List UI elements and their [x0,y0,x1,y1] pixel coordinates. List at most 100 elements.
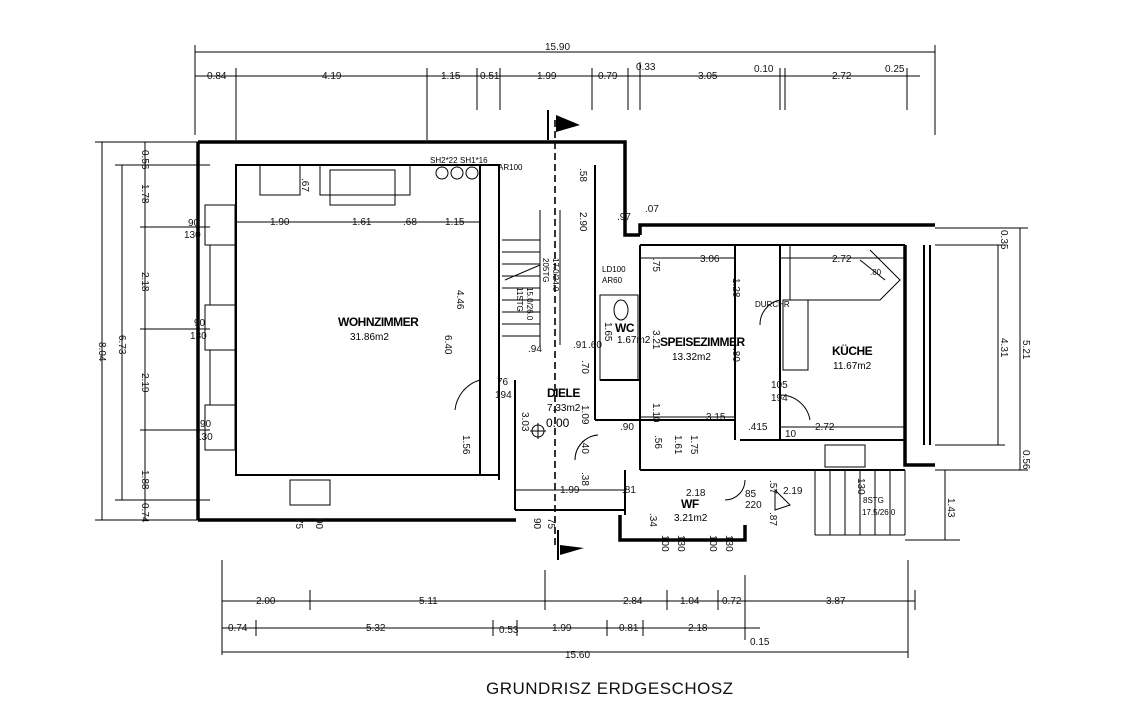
window-dim-130b: 130 [190,331,207,342]
int-dim-110: 1.10 [650,403,661,423]
int-dim-194: 194 [495,390,512,401]
bottom-r1-3: 1.04 [680,596,700,607]
left-seg-1: 1.78 [139,184,150,204]
int-dim-175: 1.75 [688,435,699,455]
int-dim-290: 2.90 [577,212,588,232]
floor-level-diele: 0.00 [546,416,570,430]
top-seg-10: 0.25 [885,64,905,75]
int-dim-190: 1.90 [270,217,290,228]
left-seg-5: 0.74 [139,503,150,523]
top-dimension-lines: 15.90 0.84 4.19 1.15 0.51 1.99 0.79 0.33… [194,42,936,140]
top-seg-9: 2.72 [832,71,852,82]
int-dim-306: 3.06 [700,254,720,265]
int-dim-130c: 130 [855,478,866,495]
kitchen-dim-86: .80 [870,268,882,277]
int-dim-130a: 130 [675,535,686,552]
int-dim-76: 76 [497,377,509,388]
int-dim-90b: 90 [313,518,324,530]
int-dim-100b: 100 [707,535,718,552]
room-name-diele: DIELE [547,386,580,400]
stairs-label-b: 15.0/26.0 [525,287,534,321]
bottom-r2-1: 5.32 [366,623,386,634]
int-dim-165: 1.65 [602,322,613,342]
left-overall-dim: 8.04 [96,342,107,362]
label-ar100: AR100 [498,163,523,172]
exterior-walls [196,140,935,542]
top-seg-4: 1.99 [537,71,557,82]
int-dim-115: 1.15 [445,217,465,228]
int-dim-303: 3.03 [519,412,530,432]
right-seg-1: 0.56 [1020,450,1031,470]
stairs-label-f: 205TG [541,258,550,282]
room-area-wohnzimmer: 31.86m2 [350,332,389,343]
label-ld100: LD100 [602,265,626,274]
int-dim-38: .38 [579,472,590,486]
int-dim-87: .87 [767,512,778,526]
room-area-diele: 7.33m2 [547,403,581,414]
int-dim-75c: 75 [545,518,556,530]
int-dim-321: 3.21 [650,330,661,350]
stairs-label-e: 11STG [515,287,524,312]
int-dim-105: 105 [771,380,788,391]
section-line-a [547,110,584,560]
int-dim-272b: 2.72 [815,422,835,433]
stairs-label-d: 17.5/26.0 [862,508,896,517]
left-seg-4: 1.88 [139,470,150,490]
int-dim-34: .34 [647,513,658,527]
bottom-overall-dim: 15.60 [565,650,590,661]
right-dimension-lines: 5.21 4.31 0.35 0.56 1.43 [905,227,1031,541]
bottom-r1-2: 2.84 [623,596,643,607]
top-seg-6: 0.33 [636,62,656,73]
int-dim-199: 1.99 [560,485,580,496]
int-dim-315: 3.15 [706,412,726,423]
stairs-arrow-icon [774,488,791,511]
top-fixtures: SH2*22 SH1*16 AR100 [259,156,523,506]
interior-dimensions: 1.90 1.61 .68 1.15 4.46 6.40 1.56 .67 3.… [236,168,905,552]
room-area-speisezimmer: 13.32m2 [672,352,711,363]
int-dim-218: 2.18 [686,488,706,499]
int-dim-10: 10 [785,429,797,440]
bottom-r1-1: 5.11 [419,596,438,607]
int-dim-446: 4.46 [454,290,465,310]
int-dim-100a: 100 [659,535,670,552]
int-dim-68: .68 [403,217,417,228]
int-dim-219: 2.19 [783,486,803,497]
left-mid-dim: 6.73 [116,335,127,355]
int-dim-220: 220 [745,500,762,511]
bottom-r2-3: 1.99 [552,623,572,634]
left-seg-3: 2.19 [139,373,150,393]
top-seg-1: 4.19 [322,71,342,82]
chimney-label-sh2: SH2*22 [430,156,458,165]
int-dim-81: .81 [622,485,636,496]
int-dim-58: .58 [577,168,588,182]
room-labels: WOHNZIMMER 31.86m2 DIELE 7.33m2 0.00 SPE… [338,300,873,524]
right-seg-0: 0.35 [998,230,1009,250]
int-dim-161b: 1.61 [672,435,683,455]
kitchen-fixtures: .80 [782,245,901,468]
bottom-r1-0: 2.00 [256,596,276,607]
top-overall-dim: 15.90 [545,42,570,53]
door-swings [454,299,811,501]
int-dim-272: 2.72 [832,254,852,265]
left-dimension-lines: 8.04 6.73 0.56 1.78 2.18 2.19 1.88 0.74 [95,141,210,523]
int-dim-67: .67 [299,178,310,192]
int-dim-75: .75 [650,258,661,272]
top-seg-7: 3.05 [698,71,718,82]
bottom-r2-2: 0.53 [499,625,519,636]
int-dim-156: 1.56 [460,435,471,455]
int-dim-109: 1.09 [579,405,590,425]
int-dim-128: 1.28 [730,278,741,298]
bottom-r2-4: 0.81 [619,623,639,634]
window-dim-90a: 90 [188,218,200,229]
right-mid-dim: 4.31 [998,338,1009,358]
plan-title: GRUNDRISZ ERDGESCHOSZ [486,679,734,698]
int-dim-161: 1.61 [352,217,372,228]
bottom-r1-4: 0.72 [722,596,742,607]
staircase-hall: 205TG 17.0/24.0 11STG 15.0/26.0 [502,210,561,345]
stairs-label-c: 8STG [863,496,884,505]
room-name-wf: WF [681,497,699,511]
int-dim-97: .97 [617,212,631,223]
int-dim-194b: 194 [771,393,788,404]
section-arrow-top-icon [556,115,580,132]
int-dim-415: .415 [748,422,768,433]
